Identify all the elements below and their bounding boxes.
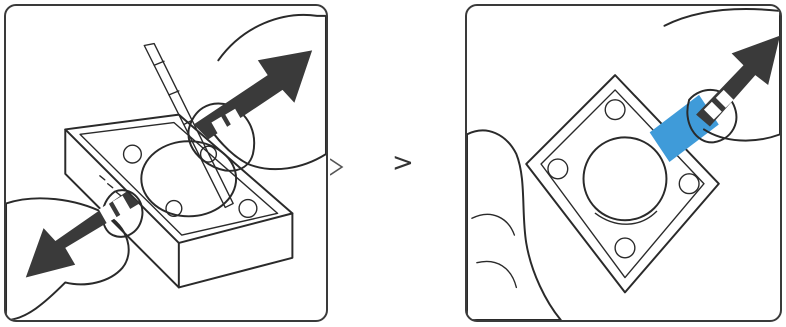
arrow-up-right-icon (194, 50, 312, 139)
corner-hole-left (548, 159, 568, 179)
center-dial (141, 141, 236, 216)
corner-hole-bottom (615, 238, 635, 258)
partial-separator (330, 155, 344, 179)
pull-tab-illustration (467, 6, 780, 320)
switch-body-front-side (179, 213, 293, 287)
battery-disc (584, 137, 667, 220)
corner-hole-top (605, 100, 625, 120)
holding-fingers (472, 214, 516, 287)
corner-hole-2 (239, 200, 257, 218)
corner-hole-1 (124, 145, 142, 163)
side-slots (100, 176, 121, 196)
step-separator: > (392, 150, 414, 176)
step-2-panel (465, 4, 782, 322)
corner-hole-right (679, 174, 699, 194)
step-1-panel (4, 4, 328, 322)
slide-apart-illustration (6, 6, 326, 320)
